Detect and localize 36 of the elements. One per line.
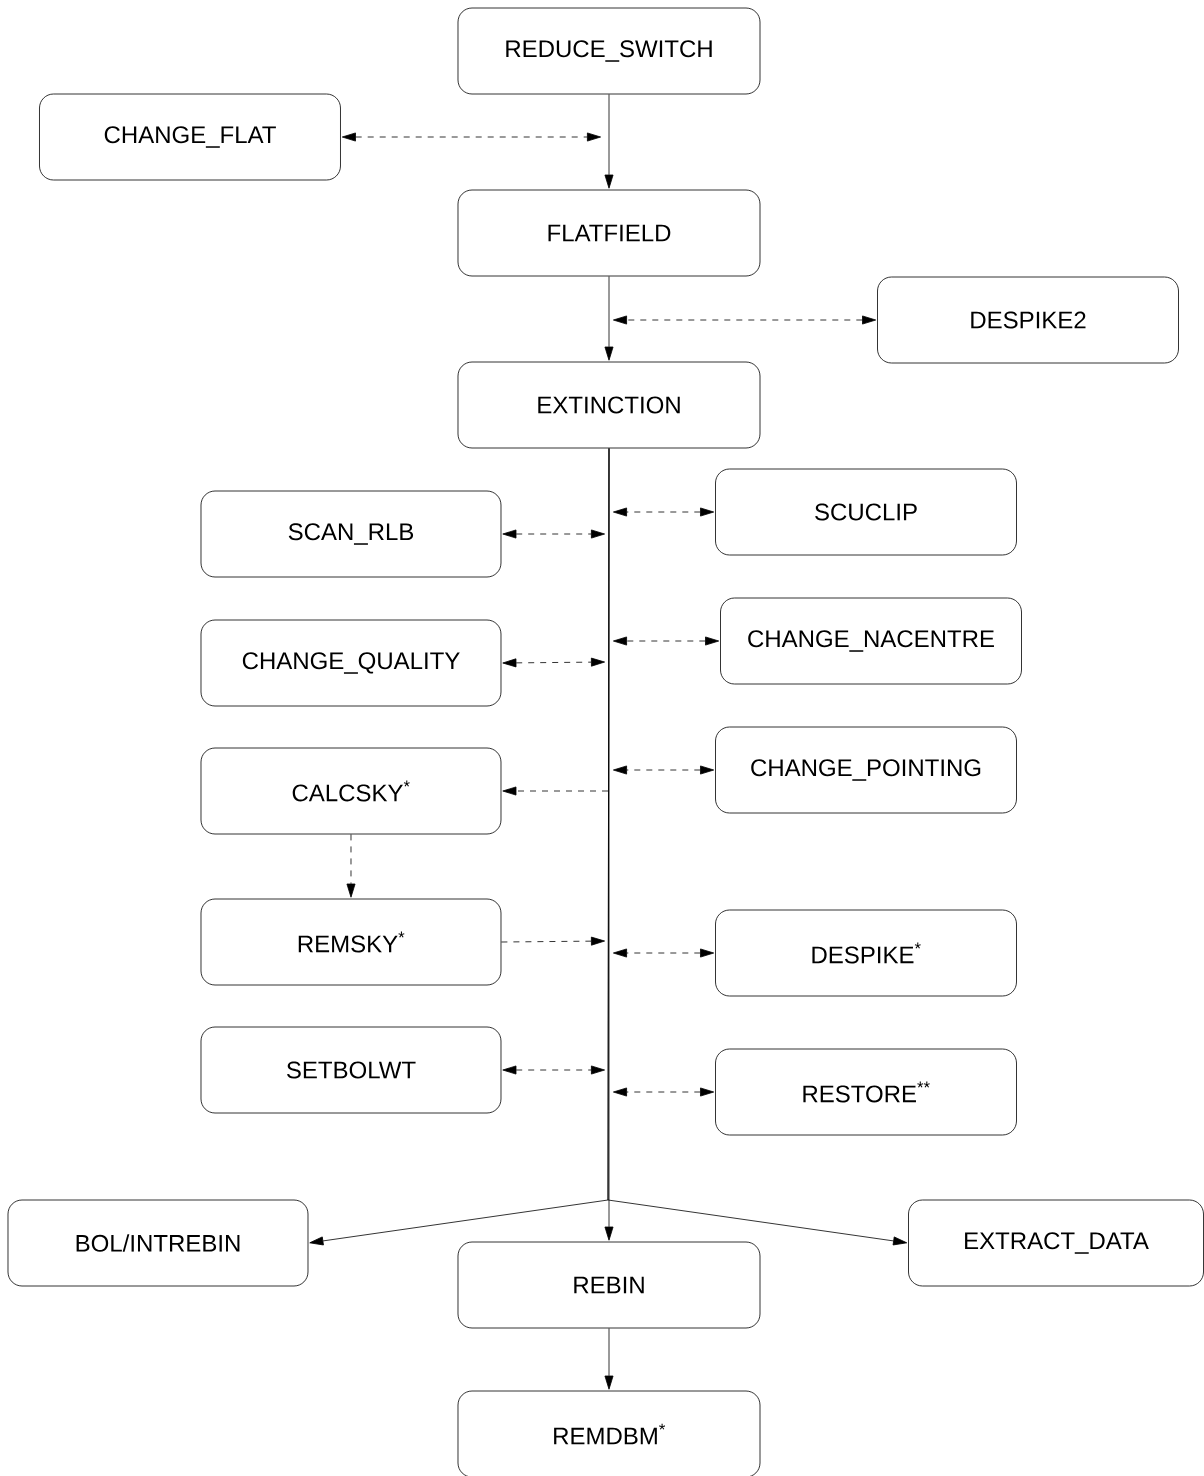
arrow [502,1065,605,1075]
arrow [613,765,715,775]
arrow [604,276,614,361]
arrow [604,1328,614,1390]
process-box: CHANGE_NACENTRE [720,597,1022,685]
process-box: CHANGE_QUALITY [200,619,502,707]
process-box: CHANGE_FLAT [39,93,341,181]
process-box: CALCSKY$^{*}$ [200,747,502,835]
process-box: EXTRACT_DATA [908,1199,1204,1287]
arrow [502,529,605,539]
process-box: REDUCE_SWITCH [457,7,761,95]
process-box: EXTINCTION [457,361,761,449]
process-box: FLATFIELD [457,189,761,277]
process-box: DESPIKE2 [877,276,1179,364]
arrow [346,834,356,898]
arrow [501,936,605,946]
process-box: RESTORE$^{**}$ [715,1048,1017,1136]
arrow [604,94,614,189]
arrow [613,1087,715,1097]
arrow [613,507,715,517]
arrow [502,786,609,796]
process-box: REBIN [457,1241,761,1329]
process-box: CHANGE_POINTING [715,726,1017,814]
process-box: DESPIKE$^{*}$ [715,909,1017,997]
process-box: SETBOLWT [200,1026,502,1114]
process-box: SCAN_RLB [200,490,502,578]
arrow [607,448,908,1246]
arrow [341,132,601,142]
arrow [502,657,605,668]
process-box: BOL/INTREBIN [7,1199,309,1287]
arrow [613,948,715,958]
arrow [613,636,720,646]
arrow [613,315,877,325]
process-box: REMDBM$^{*}$ [457,1390,761,1476]
process-box: REMSKY$^{*}$ [200,898,502,986]
process-box: SCUCLIP [715,468,1017,556]
